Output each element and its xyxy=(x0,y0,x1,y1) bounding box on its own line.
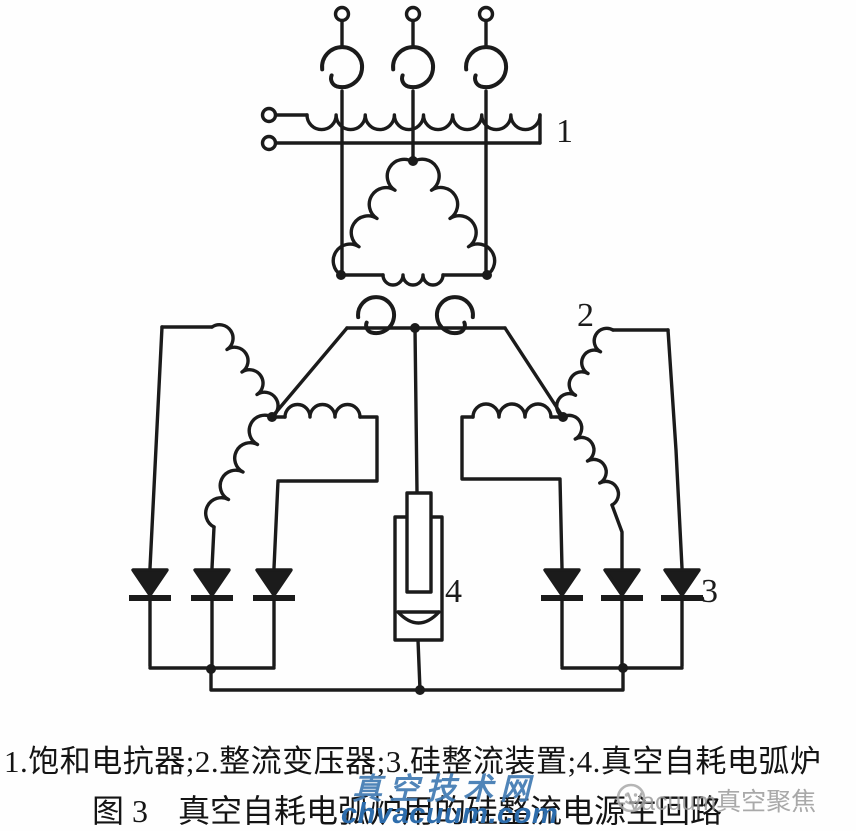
junction-dot xyxy=(336,270,346,280)
junction-dot xyxy=(482,270,492,280)
electrode-feed xyxy=(413,326,419,494)
saturable-reactor-winding xyxy=(305,113,542,132)
secondary-winding xyxy=(283,402,362,419)
diode-cathode-bar xyxy=(601,595,643,601)
diode-cathode-bar xyxy=(541,595,583,601)
outer-conductor-right xyxy=(666,328,684,570)
anode-bracket xyxy=(460,415,564,570)
diode-cathode-bar xyxy=(661,595,703,601)
diode-cathode-bar xyxy=(253,595,295,601)
secondary-winding xyxy=(471,402,553,419)
junction-dot xyxy=(408,156,418,166)
label-saturable-reactor: 1 xyxy=(556,113,573,150)
diode-cathode-bar xyxy=(129,595,171,601)
smiley-logo-icon xyxy=(616,783,646,813)
junction-dot xyxy=(267,412,277,422)
secondary-winding xyxy=(204,413,274,529)
star-point-riser xyxy=(503,326,565,419)
diode-cathode-bar xyxy=(191,595,233,601)
furnace-electrode xyxy=(405,491,433,594)
diode-icon xyxy=(543,568,581,597)
logo-text: -Vacuum真空聚焦 xyxy=(618,788,817,816)
secondary-winding xyxy=(561,413,621,507)
breaker-hook-icon xyxy=(464,45,509,90)
star-point-riser xyxy=(270,326,349,419)
terminal xyxy=(477,5,495,23)
diode-icon xyxy=(663,568,701,597)
watermark-site-url: chvacuum.com xyxy=(341,798,559,830)
figure-legend: 1.饱和电抗器;2.整流变压器;3.硅整流装置;4.真空自耗电弧炉 xyxy=(4,744,822,779)
secondary-winding xyxy=(210,323,280,419)
junction-dot xyxy=(206,664,216,674)
diode-icon xyxy=(193,568,231,597)
diode-icon xyxy=(131,568,169,597)
watermark-site-name: 真空技术网 xyxy=(352,773,537,806)
figure-number: 图 3 xyxy=(92,793,149,829)
terminal xyxy=(404,5,422,23)
delta-left-winding xyxy=(331,157,415,277)
melt-pool-arc xyxy=(396,610,441,625)
terminal xyxy=(260,134,278,152)
anode-lead xyxy=(610,503,624,570)
label-silicon-rectifier: 3 xyxy=(701,573,718,610)
outer-conductor-left xyxy=(148,325,164,570)
breaker-hook-icon xyxy=(434,295,475,336)
junction-dot xyxy=(618,663,628,673)
publisher-logo: -Vacuum真空聚焦 xyxy=(615,782,816,818)
breaker-hook-icon xyxy=(391,45,436,90)
label-rectifier-transformer: 2 xyxy=(577,297,594,334)
circuit-diagram: 1 2 3 4 xyxy=(129,5,718,695)
diode-icon xyxy=(255,568,293,597)
terminal xyxy=(260,106,278,124)
label-vacuum-arc-furnace: 4 xyxy=(445,573,462,610)
secondary-winding xyxy=(555,326,615,419)
anode-bracket xyxy=(272,415,379,570)
breaker-hook-icon xyxy=(356,295,397,336)
breaker-hook-icon xyxy=(320,45,365,90)
anode-lead xyxy=(210,525,216,570)
diode-icon xyxy=(603,568,641,597)
delta-right-winding xyxy=(411,157,497,277)
junction-dot xyxy=(558,412,568,422)
junction-dot xyxy=(410,323,420,333)
terminal xyxy=(333,5,351,23)
furnace-return-lead xyxy=(416,638,422,692)
delta-bottom-winding xyxy=(381,273,445,287)
